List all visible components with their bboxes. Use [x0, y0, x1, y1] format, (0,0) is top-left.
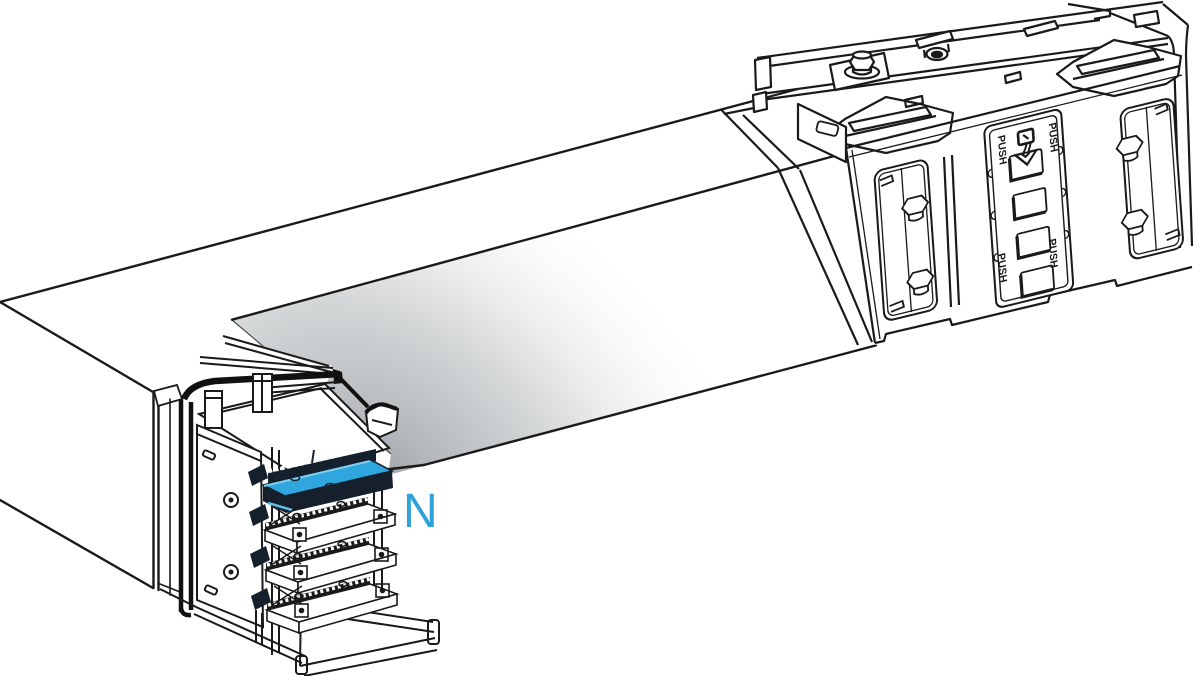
svg-text:PUSH: PUSH	[1046, 121, 1060, 153]
svg-text:N: N	[403, 485, 438, 538]
svg-text:PUSH: PUSH	[995, 134, 1009, 166]
svg-text:PUSH: PUSH	[1046, 237, 1060, 269]
svg-text:PUSH: PUSH	[995, 252, 1009, 284]
